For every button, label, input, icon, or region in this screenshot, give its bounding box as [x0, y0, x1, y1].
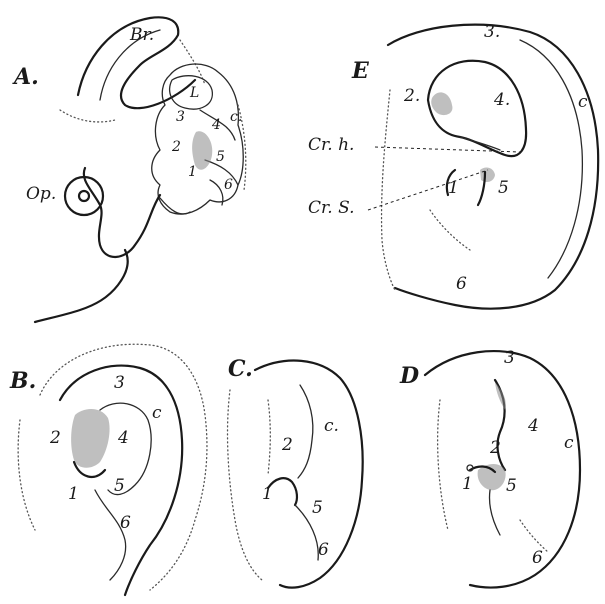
panel-d-label-2: 2 [490, 440, 501, 457]
panel-d-label-3: 3 [504, 350, 515, 367]
panel-b-inner-outline [100, 403, 151, 494]
optic-vesicle-outer [65, 177, 103, 215]
hillock-c-label: c. [230, 110, 242, 124]
panel-c-stipple [228, 390, 262, 580]
panel-e-label-2: 2. [404, 88, 420, 105]
panel-e-helix-outline [388, 25, 598, 309]
panel-d-label-1: 1 [462, 476, 473, 493]
crus-superior-label: Cr. S. [308, 200, 355, 217]
panel-c-concha-outline [298, 385, 313, 478]
panel-e-concha-shade [431, 92, 452, 115]
hillock-label-3: 3 [176, 110, 185, 124]
panel-b-label-2: 2 [50, 430, 61, 447]
panel-c-label-5: 5 [312, 500, 323, 517]
brain-label: Br. [130, 27, 154, 44]
hillock-label-1: 1 [188, 165, 197, 179]
hillock-label-5: 5 [216, 150, 225, 164]
panel-a-drawing [35, 17, 246, 322]
panel-b-lobe [95, 490, 126, 580]
cr-s-leader [368, 170, 488, 210]
panel-d-label-c: c [564, 435, 574, 452]
panel-b-label-5: 5 [114, 478, 125, 495]
hillock-l-label: L [190, 86, 199, 100]
panel-b-label-1: 1 [68, 486, 79, 503]
panel-c-label-2: 2 [282, 437, 293, 454]
panel-e-letter: E [352, 60, 369, 82]
facial-stipple [60, 110, 115, 122]
panel-b-concha-shade [71, 409, 109, 468]
neck-outline [35, 250, 128, 322]
hillock-label-4: 4 [212, 118, 221, 132]
hillock-label-2: 2 [172, 140, 181, 154]
panel-c-label-6: 6 [318, 542, 329, 559]
panel-b-label-6: 6 [120, 515, 131, 532]
hillock-label-6: 6 [224, 178, 233, 192]
panel-d-letter: D [400, 365, 419, 387]
panel-a-letter: A. [14, 66, 39, 88]
panel-e-helix-inner [520, 40, 582, 278]
panel-c-label-1: 1 [262, 486, 273, 503]
panel-e-label-5: 5 [498, 180, 509, 197]
panel-c-helix-outline [255, 361, 363, 588]
panel-e-drawing [382, 25, 599, 309]
panel-e-stipple [382, 90, 395, 290]
panel-c-inner-stipple [268, 400, 270, 475]
optic-vesicle-inner [79, 191, 89, 201]
panel-e-label-4: 4. [494, 92, 510, 109]
panel-b-label-4: 4 [118, 430, 129, 447]
panel-d-antitragus [489, 490, 500, 535]
panel-e-label-3: 3. [484, 24, 500, 41]
panel-d-label-6: 6 [532, 550, 543, 567]
panel-b-face-stipple [18, 420, 35, 530]
panel-c-drawing [228, 361, 363, 588]
optic-vesicle-label: Op. [26, 186, 56, 203]
panel-e-crus-helicis [460, 137, 500, 150]
panel-d-concha-shade [495, 382, 506, 410]
panel-e-label-1: 1 [448, 180, 459, 197]
panel-b-label-c: c [152, 405, 162, 422]
panel-d-label-4: 4 [528, 418, 539, 435]
panel-d-label-5: 5 [506, 478, 517, 495]
mandibular-inner [160, 198, 190, 214]
panel-b-drawing [18, 344, 207, 595]
panel-d-drawing [425, 351, 580, 587]
panel-c-label-c: c. [324, 418, 339, 435]
panel-d-stipple [438, 400, 448, 530]
panel-b-letter: B. [10, 370, 36, 392]
crus-helicis-label: Cr. h. [308, 137, 354, 154]
panel-e-stipple-2 [430, 210, 470, 250]
panel-c-letter: C. [228, 358, 253, 380]
panel-b-label-3: 3 [114, 375, 125, 392]
panel-e-label-c: c [578, 94, 588, 111]
panel-d-tragus-shade [478, 464, 506, 490]
panel-e-label-6: 6 [456, 276, 467, 293]
